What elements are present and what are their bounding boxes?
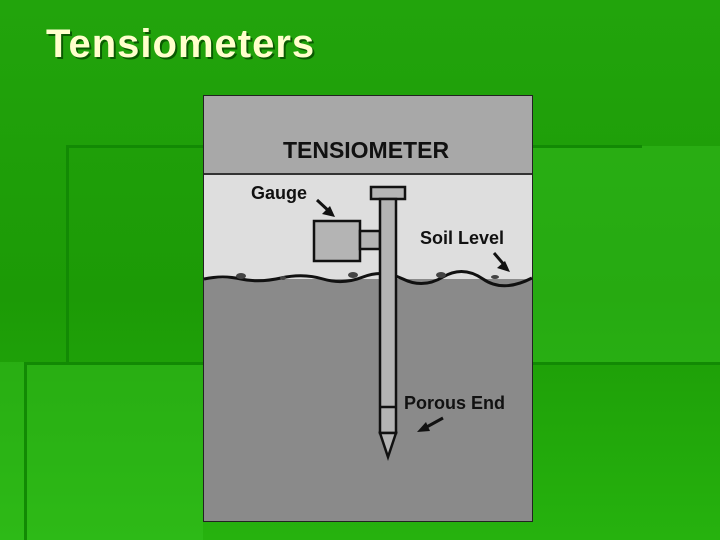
gauge-label: Gauge (251, 183, 307, 203)
tensiometer-diagram: TENSIOMETER Gauge Soil Level Porous End (203, 95, 533, 522)
decor-line-left (66, 145, 69, 365)
porous-end-label: Porous End (404, 393, 505, 413)
porous-tip (378, 431, 398, 461)
background-panel-left (0, 362, 203, 540)
background-panel-right (533, 146, 720, 362)
tensiometer-tube (378, 197, 398, 435)
tube-cap (369, 185, 407, 201)
porous-end-arrowhead (417, 422, 430, 432)
slide-title: Tensiometers (46, 22, 316, 66)
header-band (204, 96, 532, 174)
soil-clod (280, 276, 286, 280)
diagram-heading: TENSIOMETER (283, 137, 450, 163)
soil-clod (491, 275, 499, 279)
air-band (204, 175, 532, 279)
soil-clod (236, 273, 246, 279)
gauge-body (312, 219, 362, 263)
soil-level-arrowhead (497, 261, 510, 272)
decor-line-left-lower (24, 362, 27, 540)
tensiometer-illustration: TENSIOMETER Gauge Soil Level Porous End (203, 95, 533, 522)
soil-region (204, 279, 532, 521)
soil-surface-line (203, 270, 533, 288)
soil-level-label: Soil Level (420, 228, 504, 248)
soil-clod (348, 272, 358, 278)
soil-clod (436, 272, 446, 278)
gauge-arrowhead (322, 206, 335, 217)
gauge-connector (358, 229, 382, 251)
